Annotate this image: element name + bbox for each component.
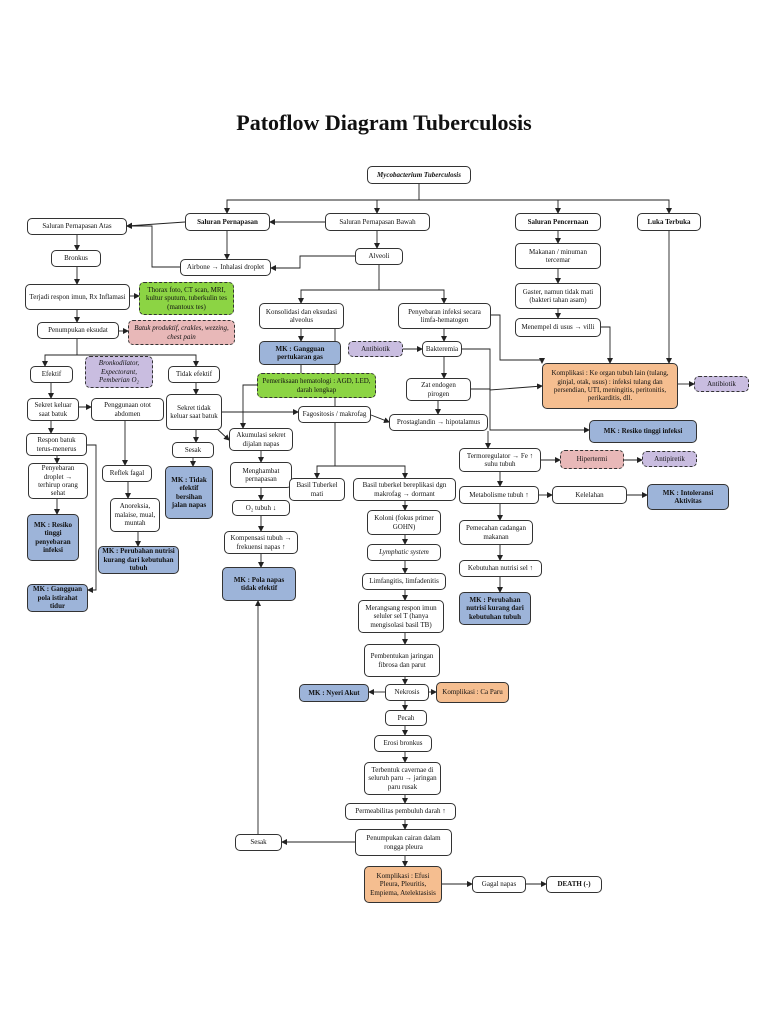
node-alveoli: Alveoli [355,248,403,265]
node-sesak-2: Sesak [235,834,282,851]
node-kebutuhan-nutrisi: Kebutuhan nutrisi sel ↑ [459,560,542,577]
connector-arrow [42,339,78,367]
node-antibiotik-2: Antibiotik [694,376,749,392]
node-basil-mati: Basil Tuberkel mati [289,478,345,501]
node-akumulasi-sekret: Akumulasi sekret dijalan napas [229,428,293,451]
node-respon-imun: Terjadi respon imun, Rx Inflamasi [25,284,130,310]
node-airbone: Airbone → Inhalasi droplet [180,259,271,276]
node-penyebaran-limfa: Penyebaran infeksi secara limfa-hematoge… [398,303,491,329]
node-gagal-napas: Gagal napas [472,876,526,893]
node-sekret-keluar: Sekret keluar saat batuk [27,398,79,421]
node-antipiretik: Antipiretik [642,451,697,467]
node-lymphatic-system: Lymphatic system [367,544,441,561]
node-penyebaran-droplet: Penyebaran droplet → terhirup orang seha… [28,463,88,499]
connector-arrow [314,423,336,479]
diagram-title: Patoflow Diagram Tuberculosis [236,110,532,135]
connector-arrow [419,199,561,214]
node-permeabilitas: Permeabilitas pembuluh darah ↑ [345,803,456,820]
node-reflek-fagal: Reflek fagal [102,465,152,482]
node-saluran-pencernaan: Saluran Pencernaan [515,213,601,231]
node-terbentuk-cavernae: Terbentuk cavernae di seluruh paru → jar… [364,762,441,795]
node-o2-tubuh: O₂ tubuh ↓ [232,500,290,516]
node-kompensasi-tubuh: Kompensasi tubuh → frekuensi napas ↑ [224,531,298,554]
node-bronkodilator: Bronkodilator, Expectorant, Pemberian O₂ [85,356,153,388]
node-gaster: Gaster, namun tidak mati (bakteri tahan … [515,283,601,309]
node-pembentukan-fibrosa: Pembentukan jaringan fibrosa dan parut [364,644,440,677]
connector-arrow [379,289,447,304]
connector-arrow [370,414,390,423]
connector-arrow [87,444,97,593]
node-pemeriksaan-hematologi: Pemeriksaan hematologi : AGD, LED, darah… [257,373,376,398]
connector-arrow [270,255,355,271]
node-prostaglandin: Prostaglandin → hipotalamus [389,414,488,431]
node-konsolidasi: Konsolidasi dan eksudasi alveolus [259,303,344,329]
node-zat-endogen: Zat endogen pirogen [406,378,471,401]
node-fagositosis: Fagositosis / makrofag [298,406,371,423]
node-merangsang-respon-imun: Merangsang respon imun seluler sel T (ha… [358,600,444,633]
connector-arrow [471,388,590,433]
node-makanan-tercemar: Makanan / minuman tercemar [515,243,601,269]
node-saluran-atas: Saluran Pernapasan Atas [27,218,127,235]
node-bakteremia: Bakteremia [422,341,462,357]
node-komplikasi-organ: Komplikasi : Ke organ tubuh lain (tulang… [542,363,678,409]
node-death: DEATH (-) [546,876,602,893]
node-metabolisme: Metabolisme tubuh ↑ [459,486,539,504]
connector-arrow [335,465,408,479]
node-saluran-bawah: Saluran Pernapasan Bawah [325,213,430,231]
node-pemecahan-cadangan: Pemecahan cadangan makanan [459,520,533,545]
node-termoregulator: Termoregulator → Fe ↑ suhu tubuh [459,448,541,472]
node-batuk-produktif: Batuk produktif, crakles, wezzing, chest… [128,320,235,345]
connector-arrow [462,348,543,391]
node-koloni: Koloni (fokus primer GOHN) [367,510,441,535]
connector-arrow [374,199,419,214]
node-otot-abdomen: Penggunaan otot abdomen [91,398,164,421]
node-mk-bersihan-jalan-napas: MK : Tidak efektif bersihan jalan napas [165,466,213,519]
connector-arrow [491,314,545,364]
node-erosi-bronkus: Erosi bronkus [374,735,432,752]
connector-arrow [419,199,672,214]
node-efektif: Efektif [30,366,73,383]
node-pecah: Pecah [385,710,427,726]
node-hipertermi: Hipertermi [560,450,624,469]
node-respon-batuk: Respon batuk terus-menerus [26,433,87,456]
node-mk-nutrisi-2: MK : Perubahan nutrisi kurang dari kebut… [459,592,531,625]
node-kelelahan: Kelelahan [552,486,627,504]
node-komplikasi-ca-paru: Komplikasi : Ca Paru [436,682,509,703]
node-mk-resiko-tinggi-infeksi: MK : Resiko tinggi infeksi [589,420,697,443]
node-tidak-efektif: Tidak efektif [168,366,220,383]
node-sekret-tidak-keluar: Sekret tidak keluar saat batuk [166,394,222,430]
connector-arrow [126,223,180,268]
node-bronkus: Bronkus [51,250,101,267]
node-saluran-pernapasan: Saluran Pernapasan [185,213,270,231]
node-mk-pola-napas: MK : Pola napas tidak efektif [222,567,296,601]
node-basil-bereplikasi: Basil tuberkel bereplikasi dgn makrofag … [353,478,456,501]
connector-arrow [126,221,186,229]
node-penumpukan-cairan: Penumpukan cairan dalam rongga pleura [355,829,452,856]
node-limfangitis: Limfangitis, limfadenitis [362,573,446,590]
node-nekrosis: Nekrosis [385,684,429,701]
node-antibiotik-1: Antibiotik [348,341,403,357]
node-mycobacterium: Mycobacterium Tuberculosis [367,166,471,184]
node-penumpukan-eksudat: Penumpukan eksudat [37,322,119,339]
connector-arrow [77,354,199,367]
node-luka-terbuka: Luka Terbuka [637,213,701,231]
node-anoreksia: Anoreksia, malaise, mual, muntah [110,498,160,532]
connector-arrow [298,265,380,304]
node-menghambat-pernapasan: Menghambat pernapasan [230,462,292,488]
connector-arrow [601,326,613,364]
node-mk-gangguan-pertukaran-gas: MK : Gangguan pertukaran gas [259,341,341,365]
connector-arrow [222,411,246,429]
node-sesak-1: Sesak [172,442,214,458]
node-menempel-usus: Menempel di usus → villi [515,318,601,337]
node-mk-pola-tidur: MK : Gangguan pola istirahat tidur [27,584,88,612]
connector-arrow [224,184,420,214]
node-mk-nutrisi-1: MK : Perubahan nutrisi kurang dari kebut… [98,546,179,574]
node-mk-resiko-penyebaran-infeksi: MK : Resiko tinggi penyebaran infeksi [27,514,79,561]
node-pemeriksaan-thorax: Thorax foto, CT scan, MRI, kultur sputum… [139,282,234,315]
node-mk-intoleransi-aktivitas: MK : Intoleransi Aktivitas [647,484,729,510]
node-mk-nyeri-akut: MK : Nyeri Akut [299,684,369,702]
node-komplikasi-efusi: Komplikasi : Efusi Pleura, Pleuritis, Em… [364,866,442,903]
